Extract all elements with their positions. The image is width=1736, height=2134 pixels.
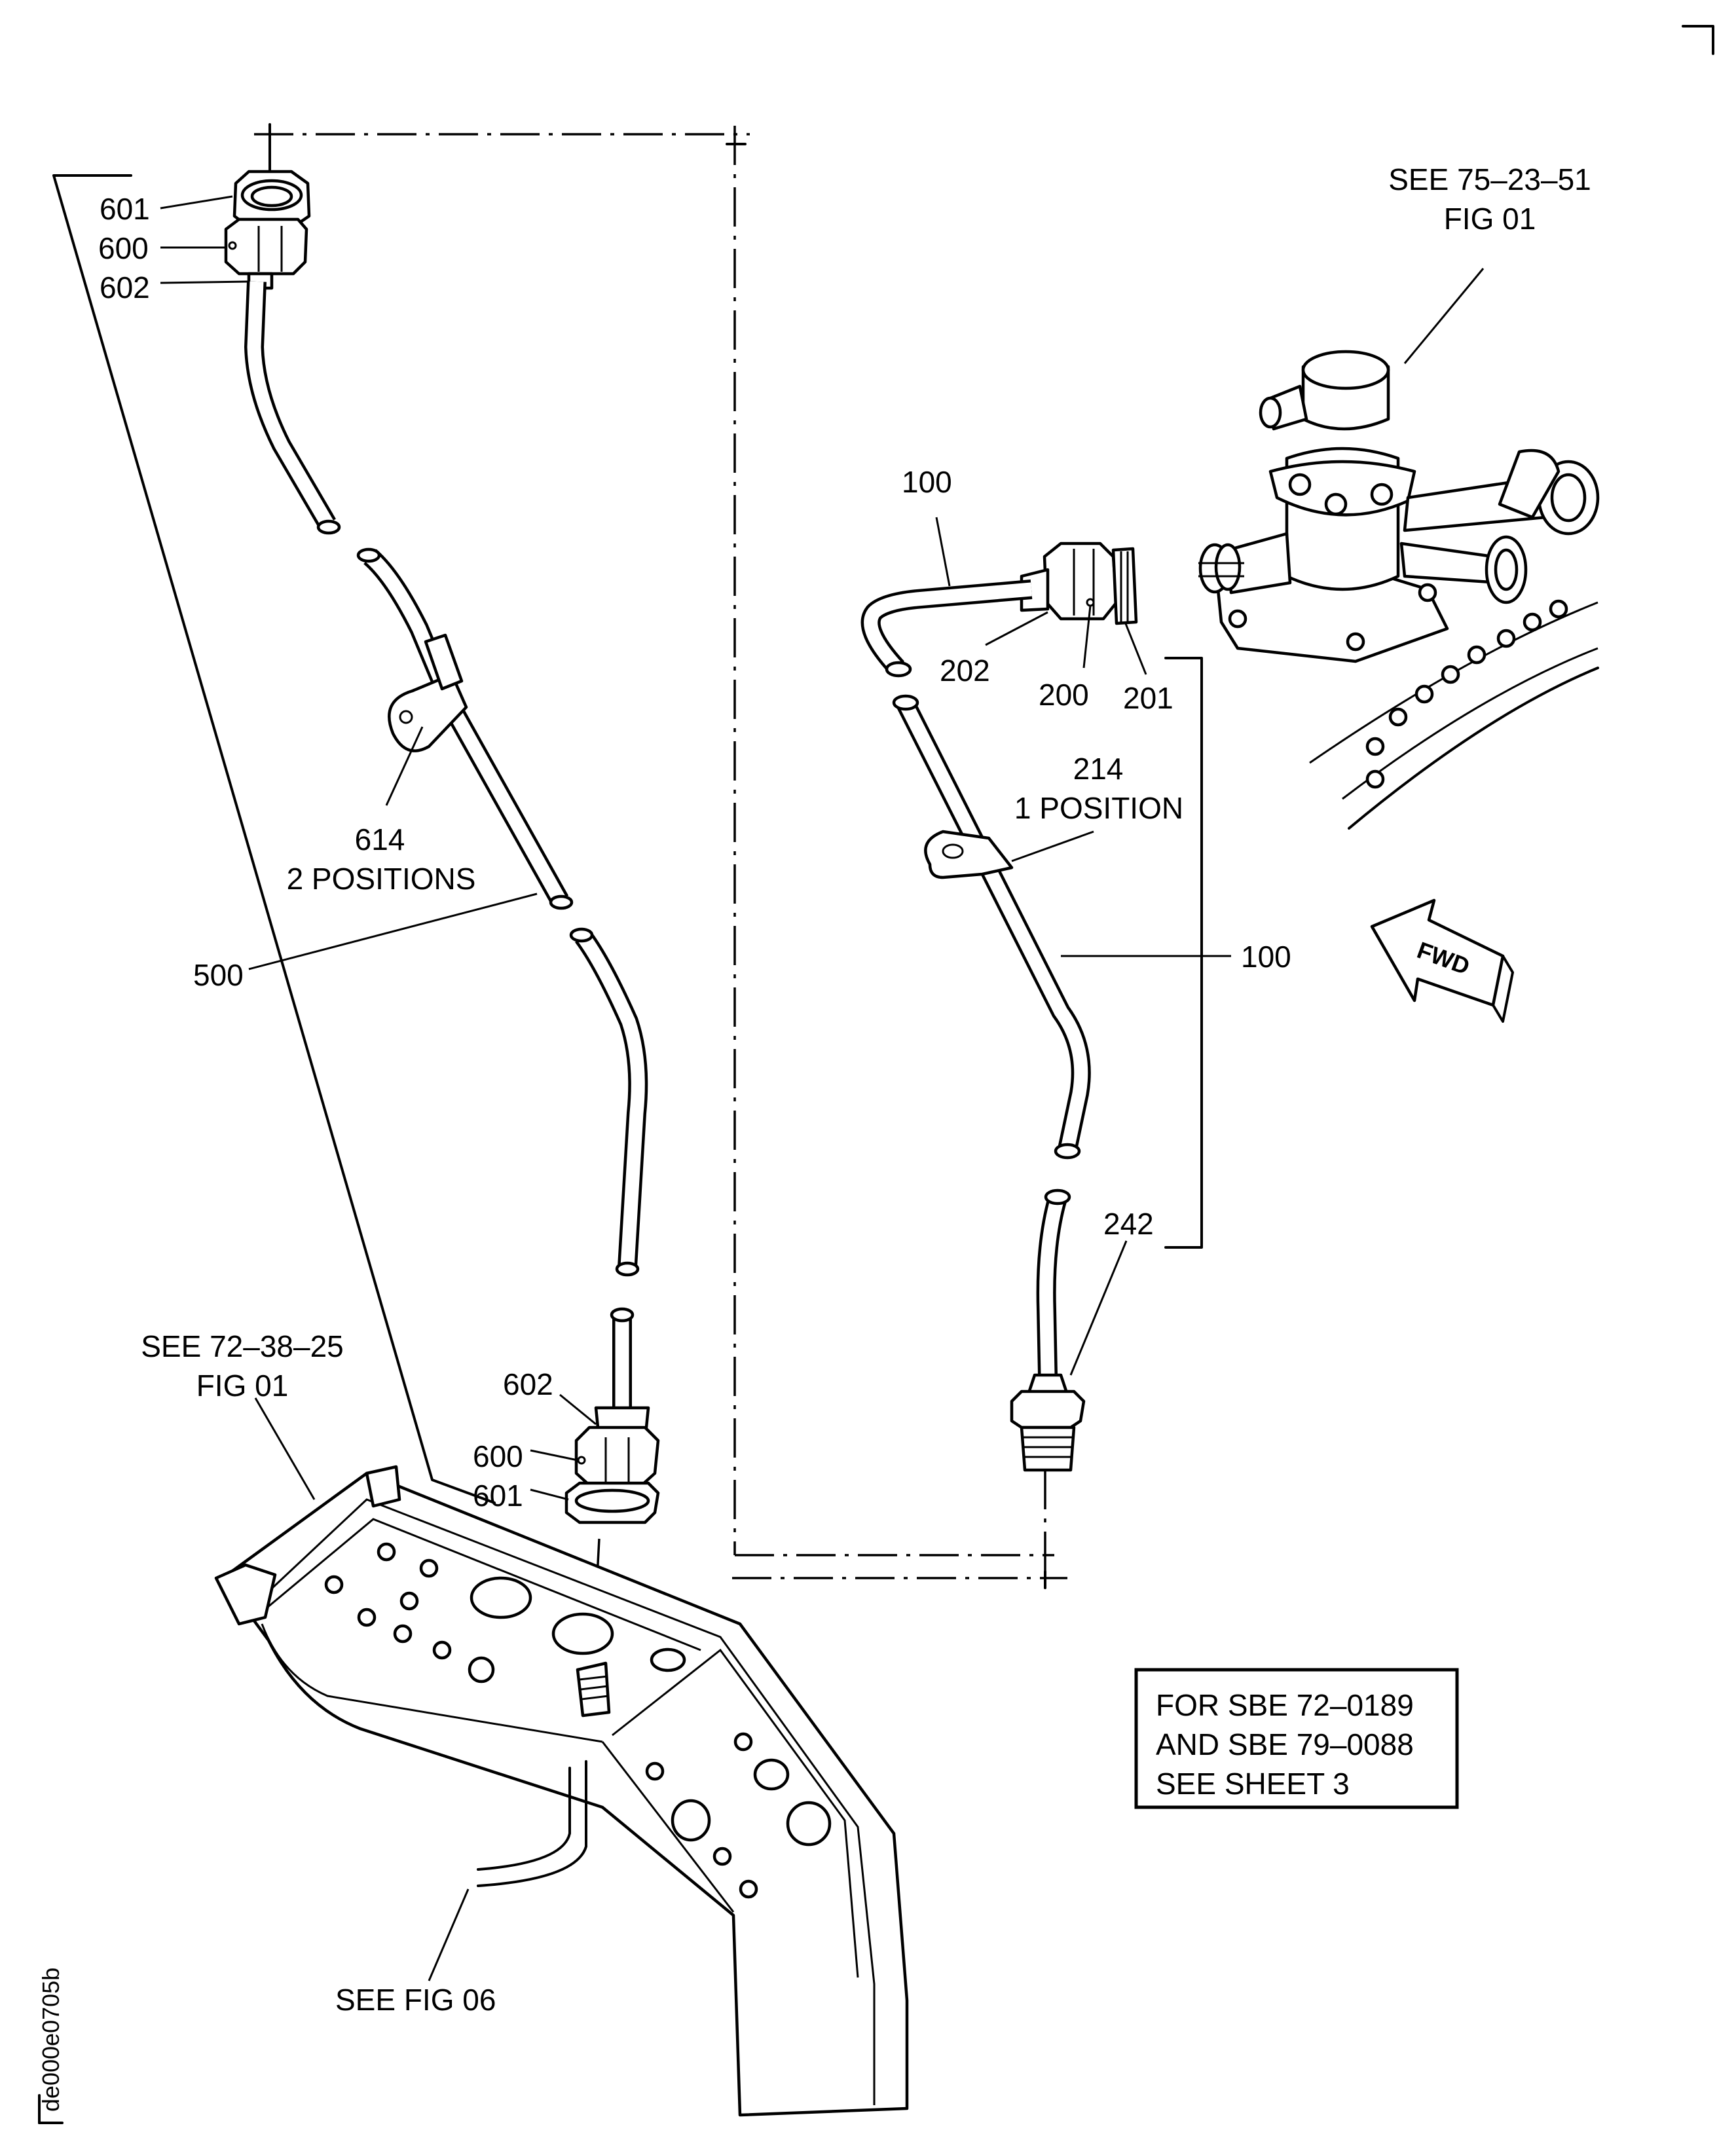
tube-100: [860, 579, 1091, 1376]
tube-500: [224, 170, 660, 1524]
callout-100-top: 100: [902, 465, 952, 499]
callout-242: 242: [1103, 1207, 1154, 1241]
leader-lines: [160, 195, 1485, 1981]
callout-214: 214: [1073, 752, 1124, 786]
mounting-bracket: [214, 1465, 909, 2117]
callout-614-note: 2 POSITIONS: [287, 862, 476, 896]
callout-200: 200: [1039, 678, 1089, 712]
valve-assembly: [1198, 350, 1600, 830]
callout-500: 500: [193, 958, 244, 992]
note-line2: AND SBE 79–0088: [1156, 1727, 1414, 1761]
callouts: 601 600 602 614 2 POSITIONS 500 602 600 …: [98, 192, 1291, 1513]
note-line1: FOR SBE 72–0189: [1156, 1688, 1414, 1722]
corner-mark: [1682, 25, 1714, 55]
fitting-200-201-202: [1020, 542, 1138, 625]
callout-100-right: 100: [1241, 940, 1291, 974]
callout-201: 201: [1123, 681, 1173, 715]
callout-600-bottom: 600: [473, 1439, 523, 1473]
callout-601-top: 601: [100, 192, 150, 226]
clamp-614: [388, 633, 468, 752]
references: SEE 75–23–51 FIG 01 SEE 72–38–25 FIG 01 …: [141, 162, 1591, 2017]
callout-614: 614: [355, 822, 405, 856]
callout-602-bottom: 602: [503, 1367, 553, 1401]
note-box: FOR SBE 72–0189 AND SBE 79–0088 SEE SHEE…: [1134, 1668, 1459, 1809]
fitting-601-600-top: [224, 170, 311, 290]
ref-lower-left-line1: SEE 72–38–25: [141, 1329, 344, 1363]
callout-214-note: 1 POSITION: [1014, 791, 1183, 825]
note-line3: SEE SHEET 3: [1156, 1767, 1350, 1801]
tube-100-bracket: [1164, 657, 1203, 1249]
ref-upper-right-line2: FIG 01: [1444, 202, 1536, 236]
callout-600-top: 600: [98, 231, 149, 265]
fitting-601-600-bottom: [564, 1406, 660, 1524]
ref-lower-left-line2: FIG 01: [196, 1369, 289, 1403]
fwd-arrow: FWD: [1370, 898, 1514, 1023]
drawing-id: de000e0705b: [37, 1968, 64, 2124]
callout-202: 202: [940, 653, 990, 688]
clamp-214: [924, 830, 1014, 879]
ref-upper-right-line1: SEE 75–23–51: [1388, 162, 1591, 196]
callout-601-bottom: 601: [473, 1479, 523, 1513]
ref-see-fig-06: SEE FIG 06: [335, 1983, 496, 2017]
callout-602-top: 602: [100, 270, 150, 304]
drawing-id-label: de000e0705b: [37, 1968, 64, 2112]
nipple-242: [1010, 1373, 1086, 1472]
left-frame-lines: [52, 174, 496, 1504]
